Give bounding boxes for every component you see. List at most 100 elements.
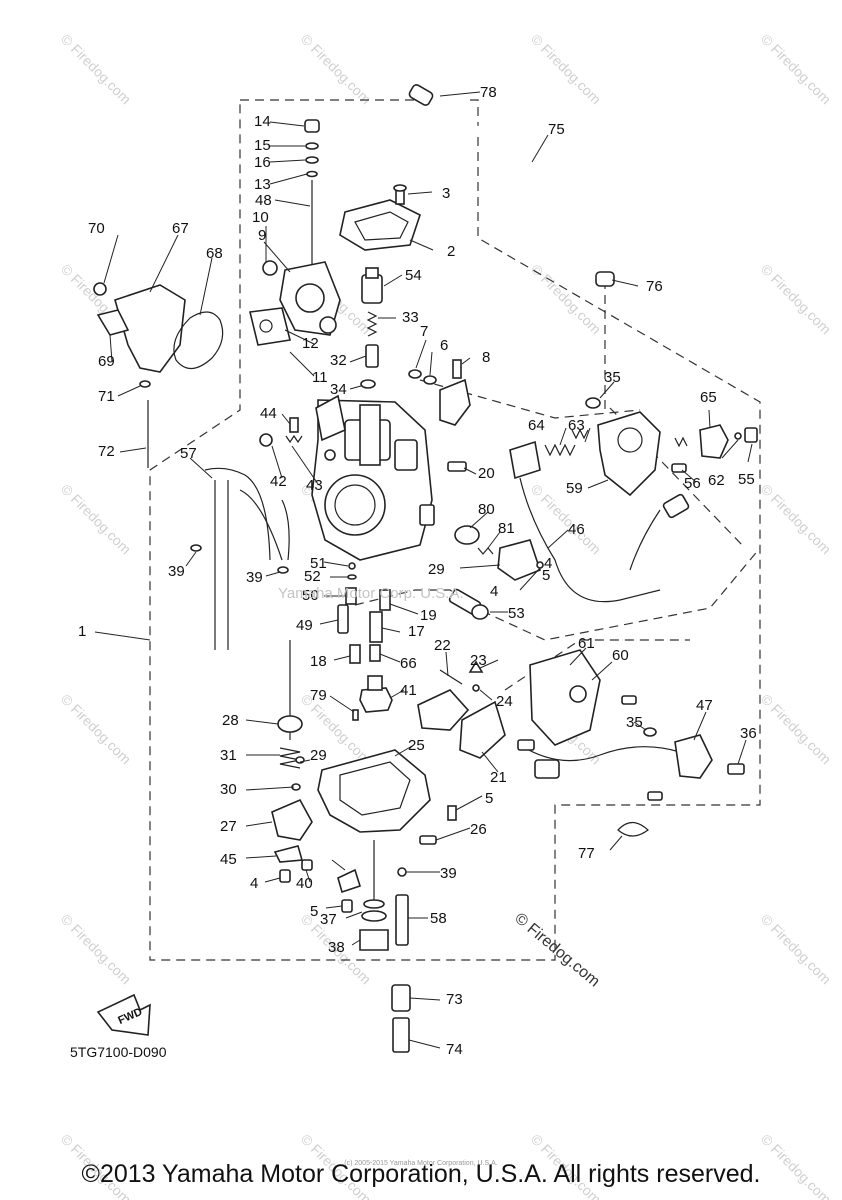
callout-58: 58 <box>430 910 447 927</box>
watermark-text: © Firedog.com <box>58 911 134 987</box>
callout-15: 15 <box>254 137 271 154</box>
assembly-boundary-lines <box>149 99 761 961</box>
callout-32: 32 <box>330 352 347 369</box>
callout-49: 49 <box>296 617 313 634</box>
callout-12: 12 <box>302 335 319 352</box>
watermark-text: © Firedog.com <box>758 911 834 987</box>
watermark-text: © Firedog.com <box>298 31 374 107</box>
watermark-text: © Firedog.com <box>758 31 834 107</box>
callout-38: 38 <box>328 939 345 956</box>
callout-37: 37 <box>320 911 337 928</box>
callout-56: 56 <box>684 475 701 492</box>
callout-14: 14 <box>254 113 271 130</box>
callout-22: 22 <box>434 637 451 654</box>
watermark-text: © Firedog.com <box>758 481 834 557</box>
callout-43: 43 <box>306 477 323 494</box>
callout-16: 16 <box>254 154 271 171</box>
callout-7: 7 <box>420 323 428 340</box>
callout-42: 42 <box>270 473 287 490</box>
callout-79: 79 <box>310 687 327 704</box>
callout-60: 60 <box>612 647 629 664</box>
callout-5: 5 <box>310 903 318 920</box>
callout-71: 71 <box>98 388 115 405</box>
diagram-code: 5TG7100-D090 <box>70 1044 167 1060</box>
callout-54: 54 <box>405 267 422 284</box>
callout-64: 64 <box>528 417 545 434</box>
callout-44: 44 <box>260 405 277 422</box>
watermark-text: © Firedog.com <box>58 691 134 767</box>
callout-17: 17 <box>408 623 425 640</box>
callout-80: 80 <box>478 501 495 518</box>
callout-8: 8 <box>482 349 490 366</box>
callout-28: 28 <box>222 712 239 729</box>
callout-41: 41 <box>400 682 417 699</box>
callout-70: 70 <box>88 220 105 237</box>
callout-52: 52 <box>304 568 321 585</box>
callout-65: 65 <box>700 389 717 406</box>
callout-10: 10 <box>252 209 269 226</box>
callout-78: 78 <box>480 84 497 101</box>
callout-36: 36 <box>740 725 757 742</box>
callout-labels: 1234445556789101112131415161718192021222… <box>78 84 757 1058</box>
callout-27: 27 <box>220 818 237 835</box>
watermark-text: © Firedog.com <box>528 261 604 337</box>
watermark-text: © Firedog.com <box>758 261 834 337</box>
firedog-mark: © Firedog.com <box>511 910 602 991</box>
faint-center-text: Yamaha Motor Corp. U.S.A. <box>278 585 464 602</box>
callout-26: 26 <box>470 821 487 838</box>
leader-lines <box>94 91 753 1049</box>
callout-18: 18 <box>310 653 327 670</box>
callout-34: 34 <box>330 381 347 398</box>
callout-6: 6 <box>440 337 448 354</box>
callout-29: 29 <box>310 747 327 764</box>
callout-3: 3 <box>442 185 450 202</box>
callout-45: 45 <box>220 851 237 868</box>
callout-9: 9 <box>258 227 266 244</box>
callout-25: 25 <box>408 737 425 754</box>
callout-4: 4 <box>490 583 498 600</box>
part-illustrations <box>93 84 758 1053</box>
callout-35: 35 <box>604 369 621 386</box>
callout-57: 57 <box>180 445 197 462</box>
callout-51: 51 <box>310 555 327 572</box>
watermark-layer: © Firedog.com © Firedog.com © Firedog.com ©… <box>58 31 834 1200</box>
callout-62: 62 <box>708 472 725 489</box>
callout-40: 40 <box>296 875 313 892</box>
callout-21: 21 <box>490 769 507 786</box>
callout-48: 48 <box>255 192 272 209</box>
callout-11: 11 <box>312 369 328 386</box>
callout-66: 66 <box>400 655 417 672</box>
callout-5: 5 <box>485 790 493 807</box>
callout-63: 63 <box>568 417 585 434</box>
callout-53: 53 <box>508 605 525 622</box>
callout-31: 31 <box>220 747 237 764</box>
callout-69: 69 <box>98 353 115 370</box>
callout-61: 61 <box>578 635 595 652</box>
watermark-text: © Firedog.com <box>58 31 134 107</box>
callout-72: 72 <box>98 443 115 460</box>
callout-24: 24 <box>496 693 513 710</box>
callout-59: 59 <box>566 480 583 497</box>
callout-55: 55 <box>738 471 755 488</box>
callout-81: 81 <box>498 520 515 537</box>
callout-67: 67 <box>172 220 189 237</box>
callout-4: 4 <box>544 555 552 572</box>
callout-13: 13 <box>254 176 271 193</box>
callout-5: 5 <box>542 567 550 584</box>
callout-46: 46 <box>568 521 585 538</box>
callout-68: 68 <box>206 245 223 262</box>
tiny-copyright-notice: (c) 2005-2015 Yamaha Motor Corporation, … <box>344 1160 498 1167</box>
callout-33: 33 <box>402 309 419 326</box>
callout-2: 2 <box>447 243 455 260</box>
callout-1: 1 <box>78 623 86 640</box>
callout-50: 50 <box>302 587 319 604</box>
callout-74: 74 <box>446 1041 463 1058</box>
watermark-text: © Firedog.com <box>528 31 604 107</box>
callout-39: 39 <box>440 865 457 882</box>
callout-4: 4 <box>250 875 258 892</box>
callout-39: 39 <box>168 563 185 580</box>
callout-29: 29 <box>428 561 445 578</box>
callout-73: 73 <box>446 991 463 1008</box>
callout-76: 76 <box>646 278 663 295</box>
